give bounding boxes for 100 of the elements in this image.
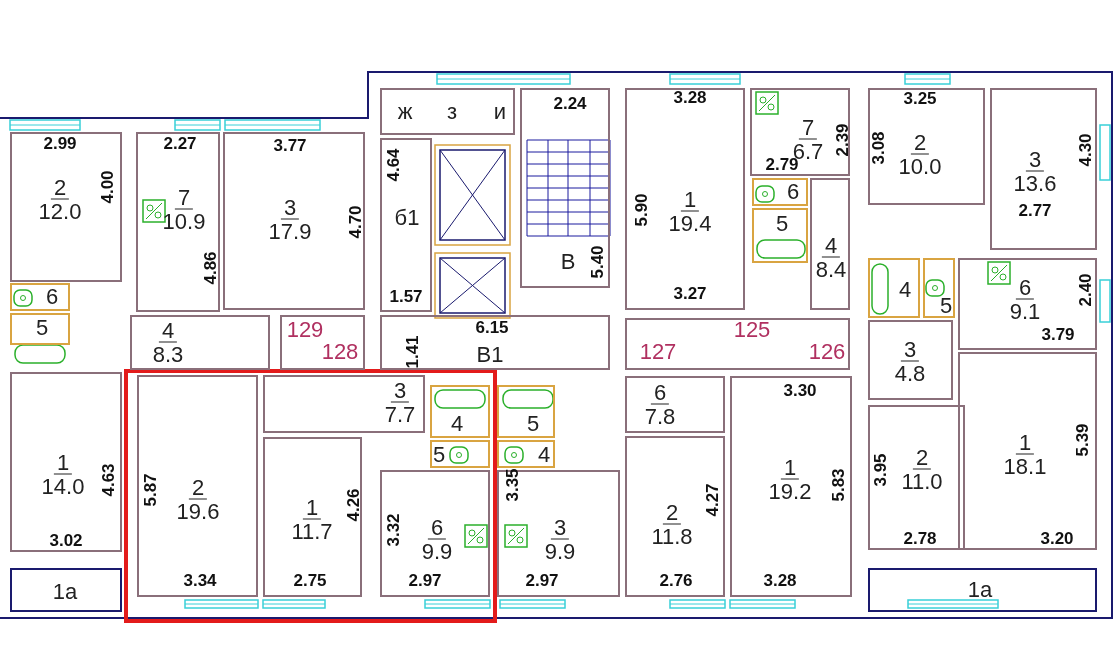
dimension-label: 3.34 (183, 571, 217, 589)
room-label: 4 (450, 413, 464, 435)
room (868, 88, 985, 205)
room-area: 10.9 (162, 211, 206, 233)
room-number: 7 (798, 116, 818, 140)
room-number: 3 (280, 196, 300, 220)
room (625, 376, 725, 433)
room-area: 11.0 (901, 471, 943, 493)
room-area: 8.4 (815, 259, 847, 281)
room-label: и (493, 101, 507, 123)
dimension-label: 4.00 (98, 170, 116, 204)
room (810, 178, 850, 310)
bathroom (497, 385, 555, 438)
bathroom (752, 178, 808, 206)
room-label: 4 (537, 444, 551, 466)
corridor-number: 126 (808, 341, 846, 363)
room (625, 436, 725, 597)
dimension-label: 2.76 (659, 571, 693, 589)
dimension-label: 3.32 (384, 513, 402, 547)
room-number: 1 (780, 456, 800, 480)
room-number: 1 (680, 188, 700, 212)
dimension-label: 4.27 (703, 483, 721, 517)
dimension-label: 2.24 (553, 94, 587, 112)
room-label: 5 (526, 413, 540, 435)
room-label: з (446, 101, 458, 123)
bathroom (497, 440, 555, 468)
corridor-number: 125 (733, 319, 771, 341)
room-number: 6 (1015, 276, 1035, 300)
dimension-label: 3.30 (783, 381, 817, 399)
room-number: 4 (821, 234, 841, 258)
room (625, 88, 745, 310)
dimension-label: 2.97 (408, 571, 442, 589)
bathroom (430, 385, 490, 438)
dimension-label: 5.39 (1073, 423, 1091, 457)
room-area: 10.0 (898, 156, 942, 178)
room (380, 88, 515, 135)
room-area: 17.9 (268, 221, 312, 243)
room-area: 4.8 (894, 363, 926, 385)
room (280, 315, 365, 370)
room-label: 4 (898, 279, 912, 301)
room-area: 19.2 (768, 481, 812, 503)
room-label: 6 (786, 181, 800, 203)
dimension-label: 4.30 (1076, 133, 1094, 167)
dimension-label: 2.97 (525, 571, 559, 589)
dimension-label: 3.25 (903, 89, 937, 107)
room (958, 258, 1097, 350)
room-number: 3 (900, 338, 920, 362)
room-area: 19.6 (176, 501, 220, 523)
dimension-label: 2.27 (163, 134, 197, 152)
room (10, 372, 122, 552)
corridor-number: 127 (639, 341, 677, 363)
room-area: 8.3 (152, 344, 184, 366)
dimension-label: 3.27 (673, 284, 707, 302)
room (958, 352, 1097, 550)
dimension-label: 6.15 (475, 318, 509, 336)
room (137, 375, 258, 597)
dimension-label: 2.40 (1076, 273, 1094, 307)
room (520, 88, 610, 288)
dimension-label: 2.99 (43, 134, 77, 152)
dimension-label: 2.77 (1018, 201, 1052, 219)
dimension-label: 3.35 (503, 468, 521, 502)
room-label: б1 (394, 207, 420, 229)
room-number: 2 (912, 446, 932, 470)
room-area: 19.4 (668, 213, 712, 235)
room-label: 5 (432, 444, 446, 466)
corridor-number: 128 (321, 341, 359, 363)
bathroom (923, 258, 955, 318)
room (380, 315, 610, 370)
room-number: 6 (427, 516, 447, 540)
room-area: 9.1 (1009, 301, 1041, 323)
room-number: 3 (1025, 148, 1045, 172)
dimension-label: 3.95 (871, 453, 889, 487)
room-number: 3 (390, 379, 410, 403)
room (380, 470, 490, 597)
room-label: 5 (775, 213, 789, 235)
dimension-label: 4.63 (99, 463, 117, 497)
room-area: 11.7 (291, 521, 333, 543)
dimension-label: 1.41 (403, 335, 421, 369)
room-label: 1а (52, 581, 78, 603)
room-label: В (560, 251, 576, 273)
bathroom (430, 440, 490, 468)
corridor-number: 129 (286, 319, 324, 341)
bathroom (868, 258, 920, 318)
balcony (868, 568, 1097, 612)
room (223, 132, 365, 310)
room-label: ж (397, 101, 413, 123)
dimension-label: 2.39 (833, 123, 851, 157)
dimension-label: 3.79 (1041, 325, 1075, 343)
room (263, 437, 362, 597)
dimension-label: 5.87 (141, 473, 159, 507)
room-area: 13.6 (1013, 173, 1057, 195)
dimension-label: 3.77 (273, 136, 307, 154)
balcony (10, 568, 122, 612)
dimension-label: 4.86 (201, 251, 219, 285)
room-number: 6 (650, 381, 670, 405)
room-area: 12.0 (38, 201, 82, 223)
room (868, 320, 953, 400)
room-number: 2 (662, 501, 682, 525)
room (497, 470, 620, 597)
dimension-label: 5.83 (829, 468, 847, 502)
